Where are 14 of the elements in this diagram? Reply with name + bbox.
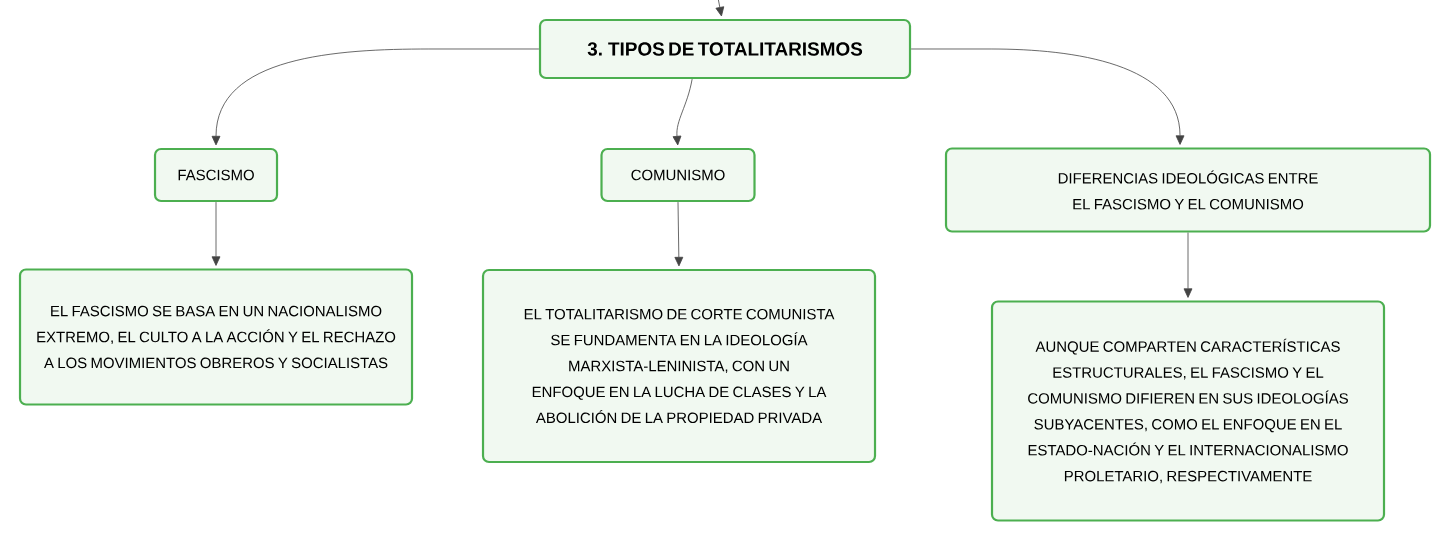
arrow <box>910 48 1185 145</box>
topic-box: EL TOTALITARISMO DE CORTE COMUNISTA SE FUNDAMENTA EN LA IDEOLOGÍA MARXISTA-LENINISTA, CON UN ENFOQUE EN LA LUCHA DE CLASES Y LA ABOLICIÓN DE LA PROPIEDAD PRIVADA <box>481 268 877 464</box>
arrow <box>1183 232 1193 298</box>
arrow <box>211 48 540 146</box>
topic-box: COMUNISMO <box>600 147 756 203</box>
topic-box: AUNQUE COMPARTEN CARACTERÍSTICAS ESTRUCTURALES, EL FASCISMO Y EL COMUNISMO DIFIEREN EN SUS IDEOLOGÍAS SUBYACENTES, COMO EL ENFOQUE EN EL ESTADO-NACIÓN Y EL INTERNACIONALISMO PROLETARIO, RESPECTIVAMENTE <box>990 300 1386 522</box>
topic-box: DIFERENCIAS IDEOLÓGICAS ENTRE EL FASCISMO Y EL COMUNISMO <box>944 147 1432 233</box>
arrow <box>672 78 693 146</box>
topic-box: FASCISMO <box>153 147 279 203</box>
topic-box: EL FASCISMO SE BASA EN UN NACIONALISMO EXTREMO, EL CULTO A LA ACCIÓN Y EL RECHAZO A LOS MOVIMIENTOS OBREROS Y SOCIALISTAS <box>18 268 414 406</box>
arrow <box>715 6 725 17</box>
title-box: 3. TIPOS DE TOTALITARISMOS <box>538 18 912 80</box>
arrow <box>674 201 684 267</box>
arrow <box>211 201 221 266</box>
